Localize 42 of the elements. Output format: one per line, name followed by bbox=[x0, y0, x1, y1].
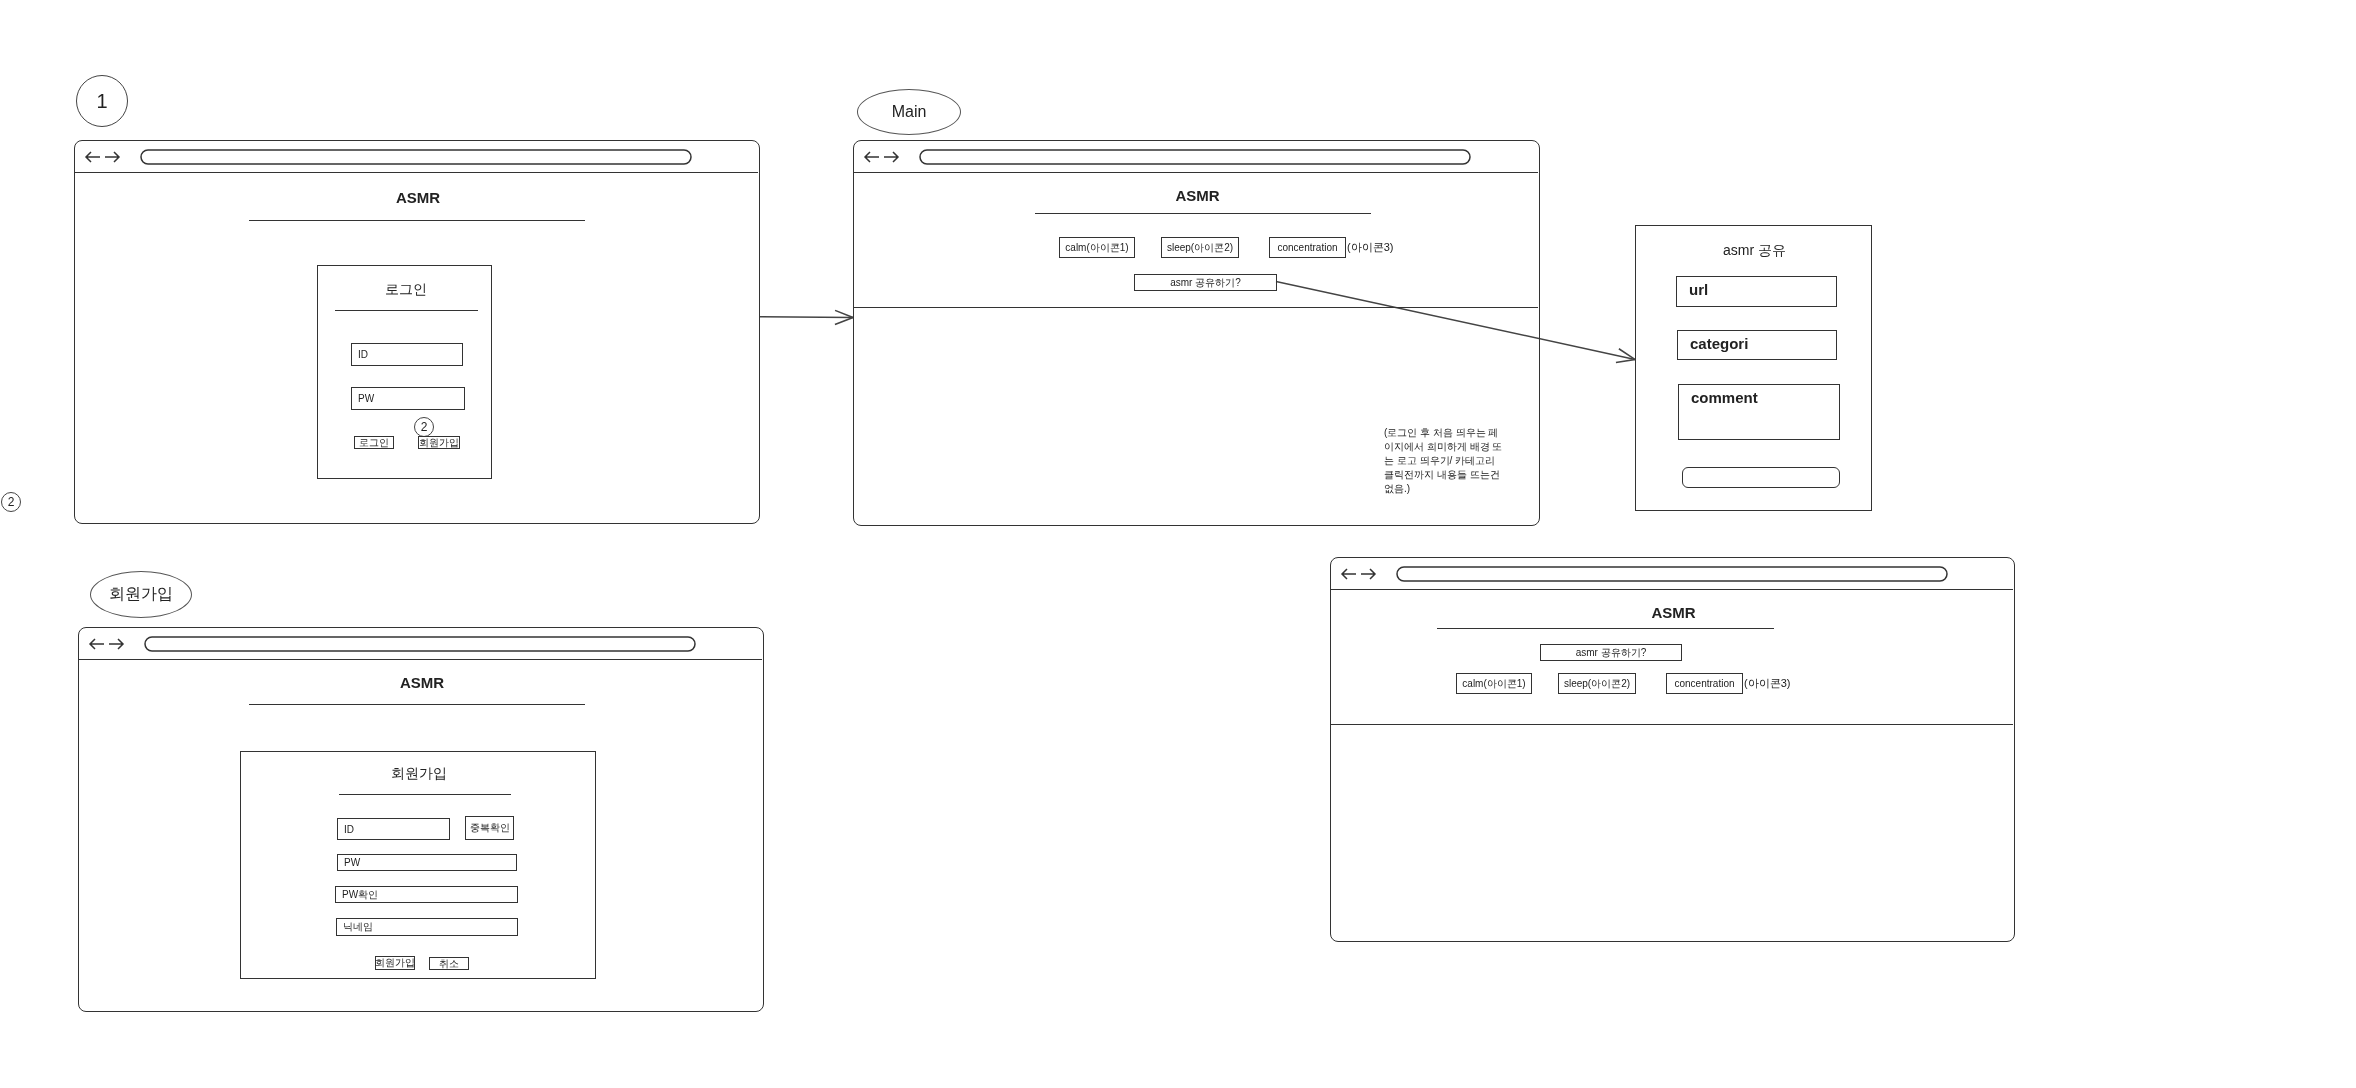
page-title: ASMR bbox=[1650, 603, 1697, 623]
category-button: concentration bbox=[1666, 673, 1743, 694]
check-button: 중복확인 bbox=[465, 816, 514, 840]
signup-panel bbox=[240, 751, 596, 979]
input-field: PW bbox=[337, 854, 517, 871]
input-field: comment bbox=[1678, 384, 1840, 440]
input-field: PW bbox=[351, 387, 465, 410]
signup-button: 회원가입 bbox=[375, 956, 415, 970]
cancel-button: 취소 bbox=[429, 957, 469, 970]
category-button: sleep(아이콘2) bbox=[1161, 237, 1239, 258]
login-panel bbox=[317, 265, 492, 479]
share-button: asmr 공유하기? bbox=[1134, 274, 1277, 291]
panel-title: 회원가입 bbox=[390, 764, 448, 783]
input-field: PW확인 bbox=[335, 886, 518, 903]
page-title: ASMR bbox=[398, 673, 446, 693]
panel-title: asmr 공유 bbox=[1722, 241, 1787, 260]
input-field: ID bbox=[337, 818, 450, 840]
share-panel bbox=[1635, 225, 1872, 511]
arrow bbox=[1275, 280, 1636, 364]
page-title: ASMR bbox=[1174, 186, 1221, 206]
page-title: ASMR bbox=[394, 188, 442, 208]
info-note: (로그인 후 처음 띄우는 페이지에서 희미하게 배경 또는 로고 띄우기/ 카테고리 클릭전까지 내용들 뜨는건 없음.) bbox=[1384, 426, 1504, 496]
input-field: url bbox=[1676, 276, 1837, 307]
browser-window bbox=[78, 627, 764, 1012]
browser-window bbox=[853, 140, 1540, 526]
input-field: categori bbox=[1677, 330, 1837, 360]
signup-button: 회원가입 bbox=[418, 436, 460, 449]
button-caption: (아이콘3) bbox=[1744, 676, 1791, 691]
input-field: 닉네임 bbox=[336, 918, 518, 936]
category-button: sleep(아이콘2) bbox=[1558, 673, 1636, 694]
input-field: ID bbox=[351, 343, 463, 366]
panel-title: 로그인 bbox=[383, 280, 428, 299]
submit-button bbox=[1682, 467, 1840, 488]
category-button: calm(아이콘1) bbox=[1456, 673, 1532, 694]
button-caption: (아이콘3) bbox=[1347, 240, 1394, 255]
arrow bbox=[759, 309, 854, 326]
share-button: asmr 공유하기? bbox=[1540, 644, 1682, 661]
browser-window bbox=[74, 140, 760, 524]
browser-window bbox=[1330, 557, 2015, 942]
category-button: calm(아이콘1) bbox=[1059, 237, 1135, 258]
login-button: 로그인 bbox=[354, 436, 394, 449]
category-button: concentration bbox=[1269, 237, 1346, 258]
